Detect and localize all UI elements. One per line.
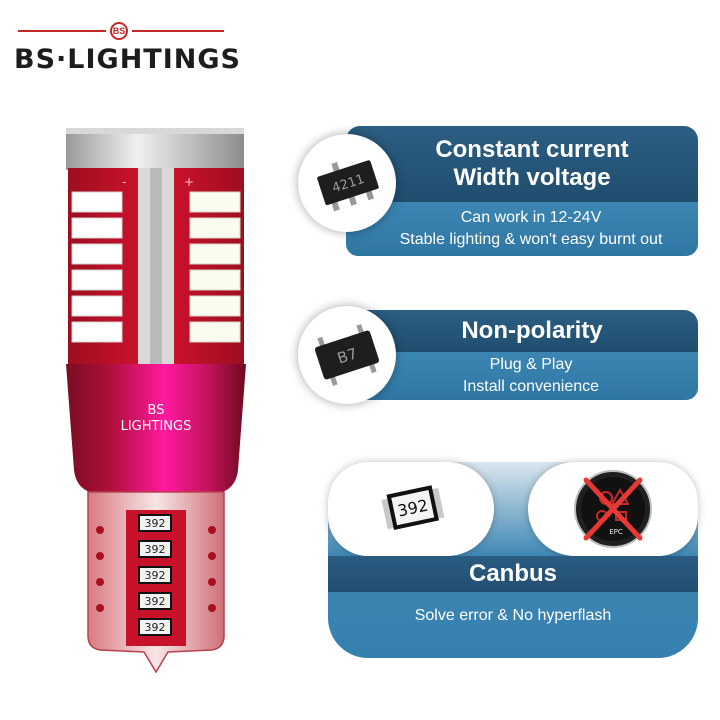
chip-text: B7: [335, 344, 359, 367]
resistor-label: 392: [145, 543, 166, 556]
feature-icon-circle: B7: [298, 306, 396, 404]
resistor-label: 392: [145, 621, 166, 634]
logo-line-left: [18, 30, 106, 32]
led-board: - +: [68, 168, 244, 366]
collar-text-lightings: LIGHTINGS: [121, 419, 192, 434]
bulb-top-cap: [66, 128, 244, 170]
logo-line-right: [132, 30, 224, 32]
dashboard-warning-crossed-icon: EPC: [574, 470, 652, 548]
led-bulb-image: - + BS LIGHTINGS: [66, 128, 246, 674]
feature-title-bar: Canbus: [328, 556, 698, 592]
feature-title-line1: Constant current: [435, 136, 629, 163]
canbus-icon-pill-left: 392: [328, 462, 494, 556]
feature-desc-line2: Install convenience: [462, 378, 600, 395]
feature-desc-bar: Can work in 12-24V Stable lighting & won…: [346, 202, 698, 256]
feature-desc-line1: Can work in 12-24V: [460, 209, 602, 226]
pcb-plus-label: +: [184, 175, 194, 189]
logo-text: BS·LIGHTINGS: [14, 44, 241, 75]
base-resistors: 392 392 392 392 392: [138, 514, 172, 636]
feature-desc-line1: Plug & Play: [489, 356, 573, 373]
feature-title-line2: Width voltage: [453, 164, 611, 191]
bridge-rectifier-b7-icon: B7: [314, 324, 380, 386]
feature-icon-circle: 4211: [298, 134, 396, 232]
collar-text-bs: BS: [148, 403, 165, 418]
resistor-label: 392: [145, 569, 166, 582]
feature-title-line1: Non-polarity: [461, 317, 603, 344]
logo-badge: BS: [110, 22, 128, 40]
bulb-base: 392 392 392 392 392: [87, 491, 225, 674]
feature-desc-bar: Plug & Play Install convenience: [346, 352, 698, 400]
feature-desc-line1: Solve error & No hyperflash: [414, 607, 612, 624]
resistor-label: 392: [145, 517, 166, 530]
brand-logo: BS BS·LIGHTINGS: [14, 22, 240, 78]
pcb-minus-label: -: [122, 175, 126, 189]
feature-desc-bar: Solve error & No hyperflash: [328, 596, 698, 636]
chip-4211-icon: 4211: [317, 160, 379, 212]
led-chips-right: [189, 191, 241, 343]
bulb-collar: BS LIGHTINGS: [66, 364, 246, 494]
resistor-label: 392: [145, 595, 166, 608]
led-chips-left: [71, 191, 123, 343]
feature-desc-line2: Stable lighting & won't easy burnt out: [399, 231, 663, 248]
resistor-392-icon: 392: [381, 485, 445, 530]
canbus-icon-pill-right: EPC: [528, 462, 698, 556]
feature-title-bar: Non-polarity: [346, 310, 698, 352]
epc-text: EPC: [609, 528, 623, 536]
feature-title-line1: Canbus: [468, 560, 557, 587]
feature-title-bar: Constant current Width voltage: [346, 126, 698, 202]
